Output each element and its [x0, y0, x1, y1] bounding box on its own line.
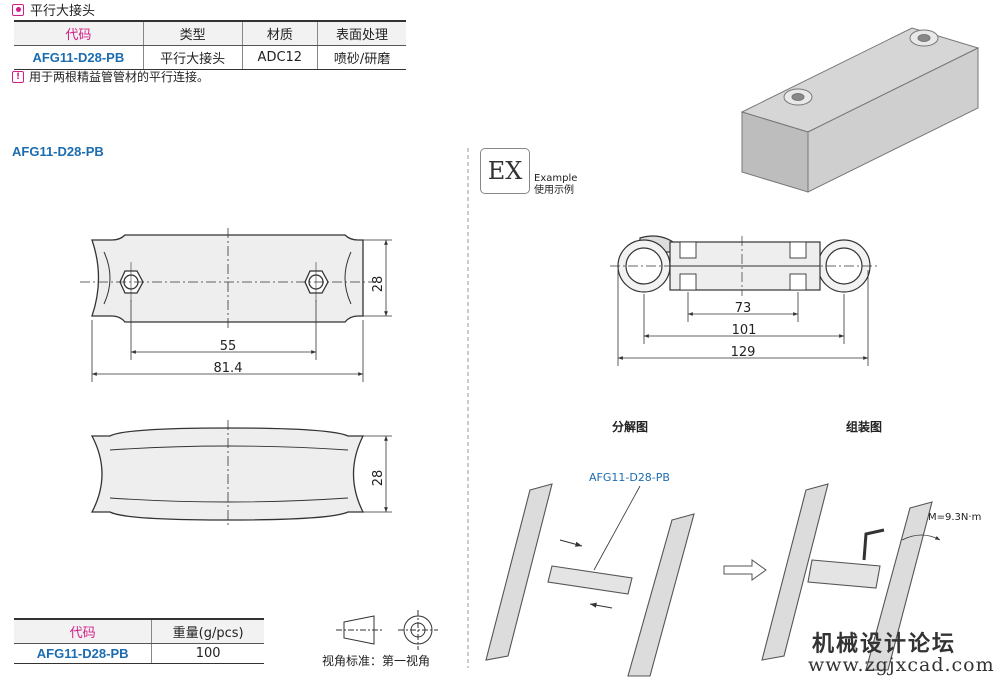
caption-assembled: 组装图 [846, 420, 883, 434]
exploded-callout: AFG11-D28-PB [589, 471, 670, 484]
caption-exploded: 分解图 [612, 420, 649, 434]
section-header: 平行大接头 [12, 0, 95, 19]
top-view-dimensions [91, 239, 392, 382]
view-standard-label: 视角标准：第一视角 [322, 654, 431, 668]
torque-label: M=9.3N·m [928, 512, 981, 523]
dim-top-width: 81.4 [214, 361, 243, 376]
watermark-title: 机械设计论坛 [812, 631, 957, 657]
assembled-view [761, 483, 941, 671]
dim-top-height: 28 [371, 276, 386, 293]
spec-cell-material: ADC12 [241, 45, 318, 70]
spec-header-code: 代码 [14, 20, 144, 46]
spec-header-type: 类型 [142, 20, 243, 46]
warning-icon: ! [12, 70, 24, 83]
spec-cell-finish: 喷砂/研磨 [317, 45, 406, 70]
side-view-dimensions [360, 435, 392, 513]
example-drawing [610, 235, 880, 296]
example-label: Example 使用示例 [534, 173, 577, 197]
watermark-url: www.zgjxcad.com [808, 654, 995, 676]
spec-cell-code: AFG11-D28-PB [14, 45, 144, 70]
section-title: 平行大接头 [30, 4, 96, 19]
dim-example-101: 101 [732, 323, 757, 338]
usage-note-text: 用于两根精益管管材的平行连接。 [29, 70, 210, 84]
weight-table: 代码 重量(g/pcs) AFG11-D28-PB 100 [14, 618, 264, 664]
usage-note: ! 用于两根精益管管材的平行连接。 [12, 68, 209, 85]
dim-example-73: 73 [735, 301, 752, 316]
exploded-view [485, 483, 695, 677]
spec-header-finish: 表面处理 [317, 20, 406, 46]
dim-example-129: 129 [731, 345, 756, 360]
view-standard-symbols [336, 610, 438, 650]
weight-header-code: 代码 [14, 618, 152, 644]
example-label-cn: 使用示例 [534, 185, 574, 196]
arrow-right-icon [723, 559, 767, 581]
weight-cell-value: 100 [151, 643, 264, 664]
spec-header-material: 材质 [241, 20, 318, 46]
example-dimensions [617, 270, 869, 366]
dim-hole-spacing: 55 [220, 339, 237, 354]
spec-table: 代码 类型 材质 表面处理 AFG11-D28-PB 平行大接头 ADC12 喷… [14, 20, 406, 70]
weight-cell-code: AFG11-D28-PB [14, 643, 152, 664]
part-label: AFG11-D28-PB [12, 144, 104, 159]
bullet-icon [12, 3, 24, 16]
example-badge: EX [480, 148, 530, 194]
dim-side-height: 28 [371, 470, 386, 487]
top-view-drawing [80, 228, 375, 330]
product-3d-image [740, 27, 980, 193]
example-label-en: Example [534, 173, 578, 184]
weight-header-weight: 重量(g/pcs) [151, 618, 264, 644]
spec-cell-type: 平行大接头 [142, 45, 243, 70]
side-view-drawing [90, 420, 365, 528]
